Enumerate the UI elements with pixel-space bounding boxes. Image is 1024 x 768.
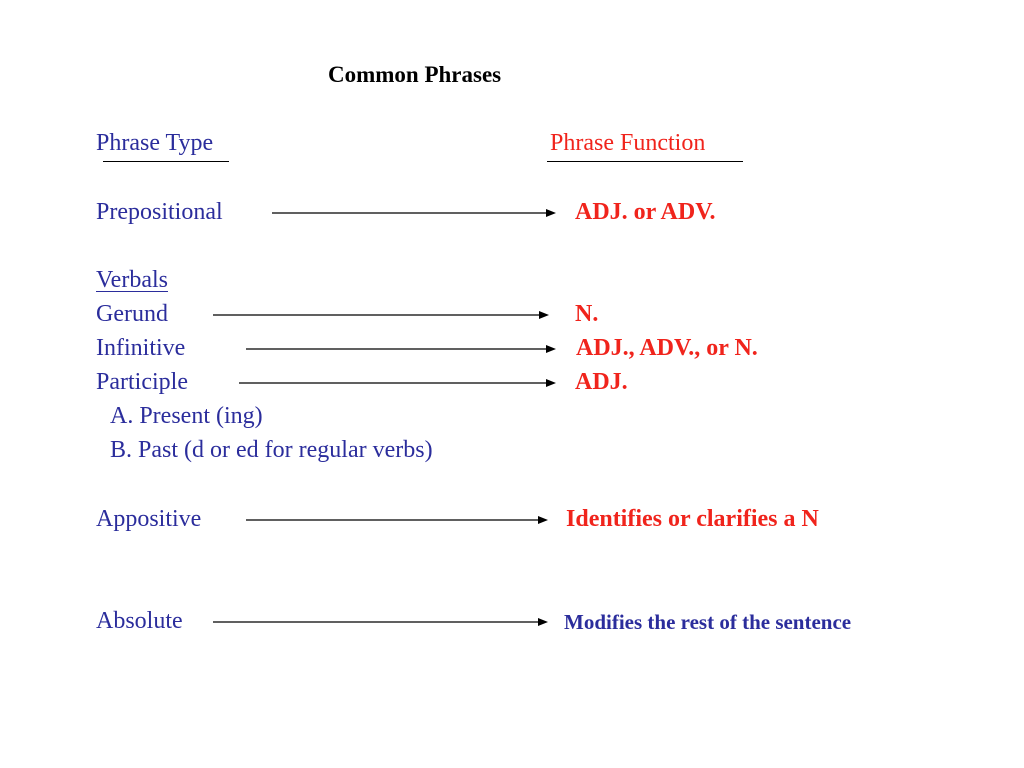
phrase-function-header-underline xyxy=(547,161,743,162)
phrase-type-header-underline xyxy=(103,161,229,162)
infinitive-arrow xyxy=(246,345,556,353)
absolute-label: Absolute xyxy=(96,608,183,634)
participle-past-item: B. Past (d or ed for regular verbs) xyxy=(110,437,433,463)
appositive-arrow xyxy=(246,516,548,524)
gerund-label: Gerund xyxy=(96,301,168,327)
participle-arrow xyxy=(239,379,556,387)
phrase-function-header: Phrase Function xyxy=(550,130,706,156)
participle-function: ADJ. xyxy=(575,369,628,395)
phrase-type-header: Phrase Type xyxy=(96,130,214,156)
prepositional-label: Prepositional xyxy=(96,199,223,225)
gerund-function: N. xyxy=(575,301,599,327)
verbals-heading: Verbals xyxy=(96,267,168,293)
gerund-arrow xyxy=(213,311,549,319)
appositive-label: Appositive xyxy=(96,506,202,532)
prepositional-arrow xyxy=(272,209,556,217)
absolute-arrow xyxy=(213,618,548,626)
infinitive-label: Infinitive xyxy=(96,335,186,361)
appositive-function: Identifies or clarifies a N xyxy=(566,506,819,532)
participle-label: Participle xyxy=(96,369,188,395)
participle-present-item: A. Present (ing) xyxy=(110,403,263,429)
absolute-function: Modifies the rest of the sentence xyxy=(564,610,852,634)
page-title: Common Phrases xyxy=(328,62,502,87)
infinitive-function: ADJ., ADV., or N. xyxy=(576,335,758,361)
prepositional-function: ADJ. or ADV. xyxy=(575,199,716,225)
